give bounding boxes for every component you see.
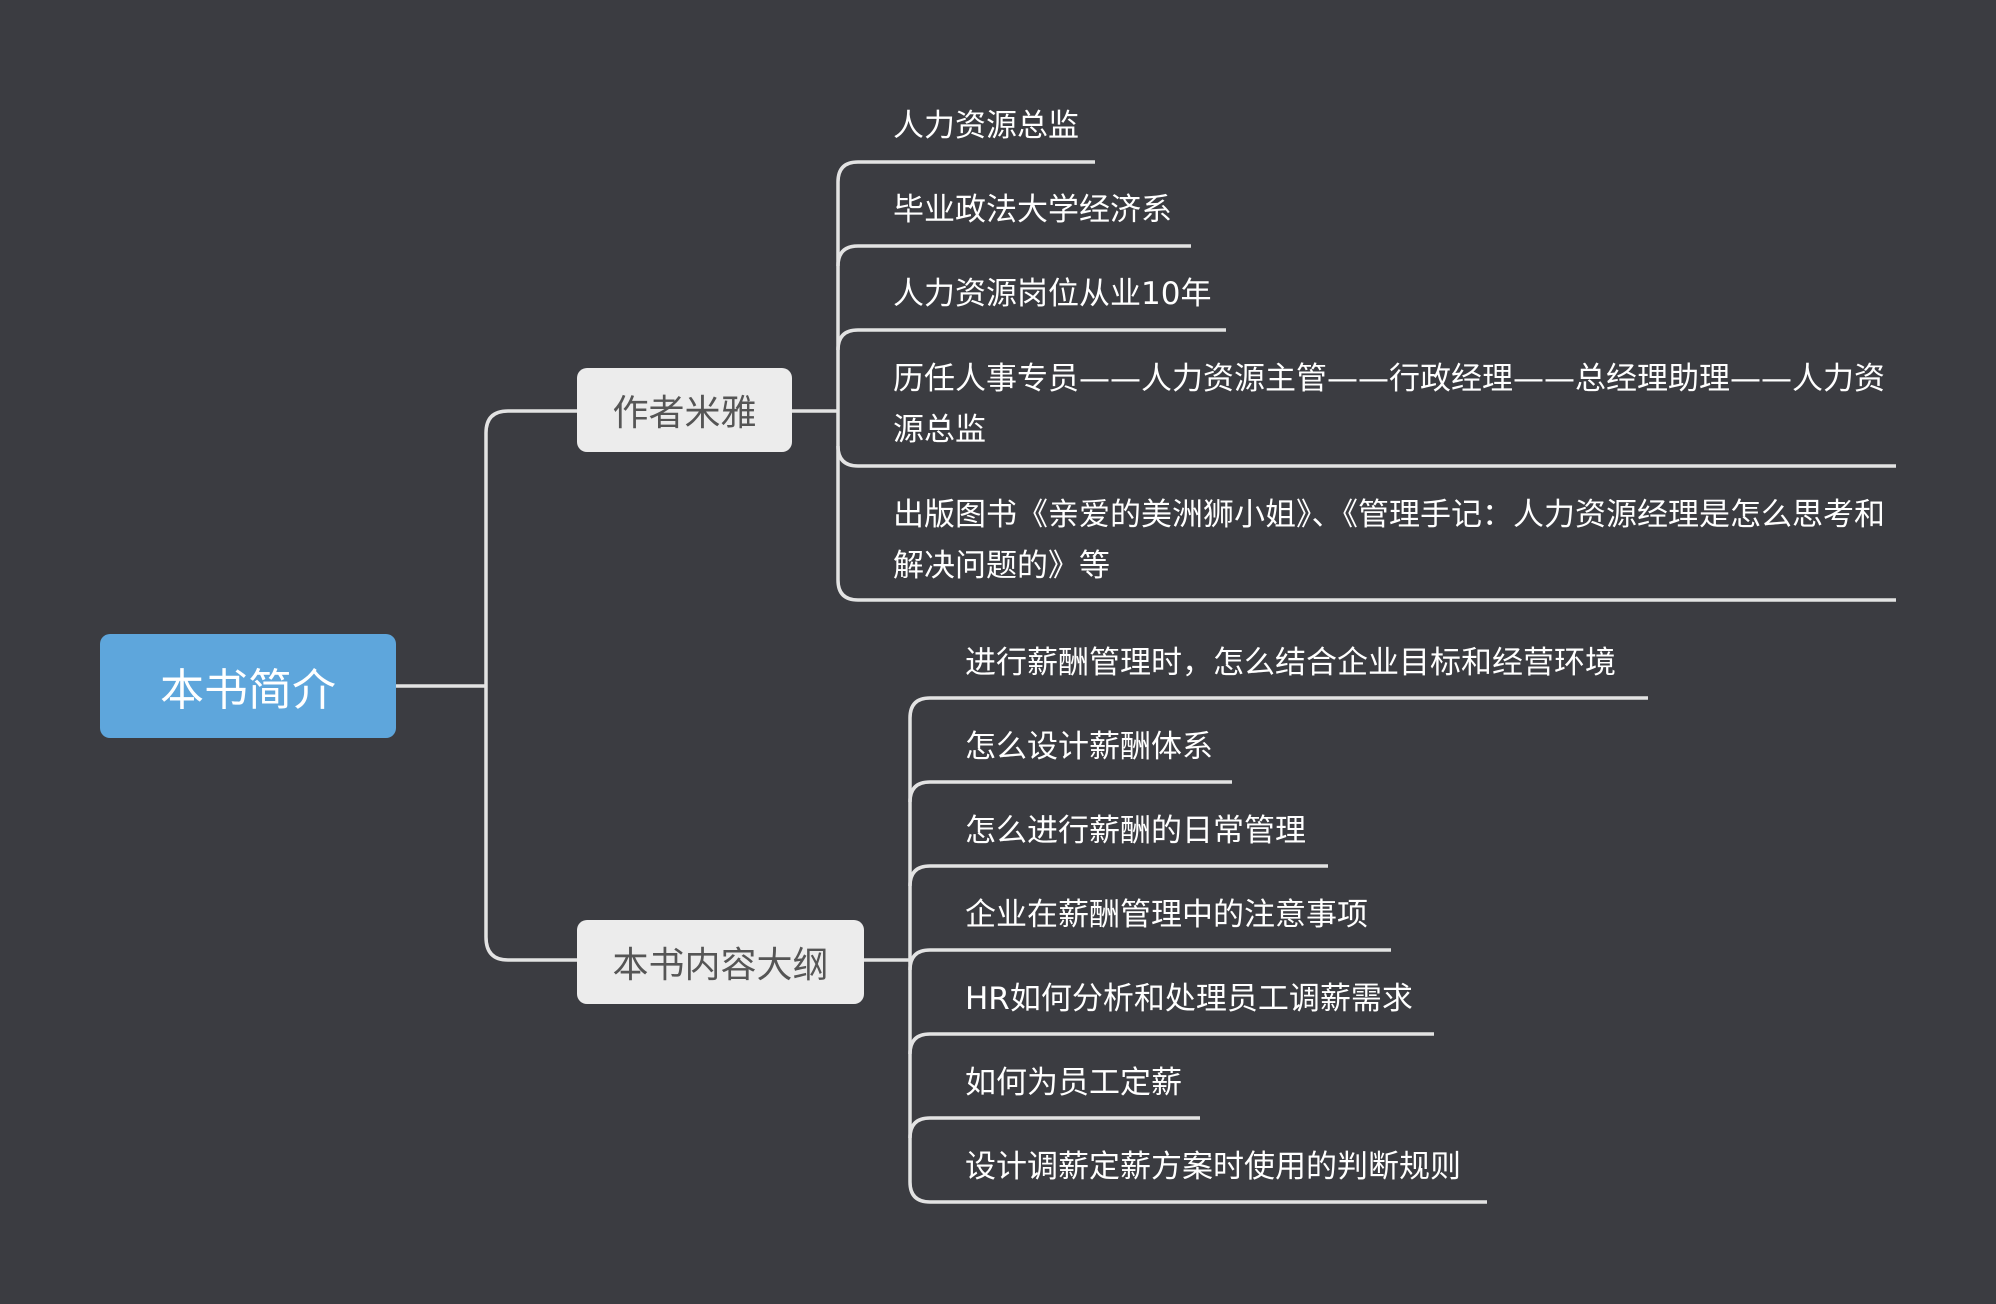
leaf-node-label: 设计调薪定薪方案时使用的判断规则 [965, 1149, 1461, 1185]
connector-author-leaf-5 [836, 446, 1896, 602]
connector-root-branch-author [484, 409, 578, 686]
leaf-node[interactable]: HR如何分析和处理员工调薪需求 [965, 974, 1895, 1025]
connector-author-leaf-3 [836, 328, 1226, 351]
leaf-node-label: 怎么进行薪酬的日常管理 [965, 813, 1306, 849]
leaf-node[interactable]: 如何为员工定薪 [965, 1058, 1895, 1109]
branch-node-outline[interactable]: 本书内容大纲 [577, 920, 864, 1004]
connector-outline-leaf-4 [908, 948, 1391, 971]
connector-author-leaf-1 [836, 160, 1095, 411]
leaf-node[interactable]: 人力资源总监 [893, 101, 1893, 152]
connector-root-branch-outline [484, 686, 578, 962]
connector-outline-leaf-3 [908, 864, 1328, 887]
leaf-node-label: 历任人事专员——人力资源主管——行政经理——总经理助理——人力资源总监 [893, 361, 1885, 448]
connector-outline-leaf-7 [908, 960, 1487, 1204]
leaf-node-label: 人力资源总监 [893, 108, 1079, 144]
root-node[interactable]: 本书简介 [100, 634, 396, 738]
leaf-node-label: 毕业政法大学经济系 [893, 192, 1172, 228]
leaf-node[interactable]: 怎么设计薪酬体系 [965, 722, 1895, 773]
leaf-node-label: 人力资源岗位从业10年 [893, 276, 1212, 312]
connector-outline-leaf-5 [908, 1032, 1434, 1055]
leaf-node[interactable]: 毕业政法大学经济系 [893, 185, 1893, 236]
leaf-node[interactable]: 出版图书《亲爱的美洲狮小姐》、《管理手记：人力资源经理是怎么思考和解决问题的》等 [893, 490, 1886, 592]
leaf-node-label: 出版图书《亲爱的美洲狮小姐》、《管理手记：人力资源经理是怎么思考和解决问题的》等 [893, 497, 1885, 584]
branch-node-author[interactable]: 作者米雅 [577, 368, 792, 452]
connector-author-leaf-2 [836, 244, 1191, 267]
leaf-node[interactable]: 历任人事专员——人力资源主管——行政经理——总经理助理——人力资源总监 [893, 354, 1886, 456]
leaf-node-label: 怎么设计薪酬体系 [965, 729, 1213, 765]
connector-outline-leaf-6 [908, 1116, 1200, 1139]
leaf-node[interactable]: 企业在薪酬管理中的注意事项 [965, 890, 1895, 941]
leaf-node-label: 企业在薪酬管理中的注意事项 [965, 897, 1368, 933]
leaf-node-label: HR如何分析和处理员工调薪需求 [965, 981, 1413, 1017]
leaf-node[interactable]: 人力资源岗位从业10年 [893, 269, 1893, 320]
leaf-node[interactable]: 怎么进行薪酬的日常管理 [965, 806, 1895, 857]
connector-outline-leaf-1 [908, 696, 1648, 960]
leaf-node-label: 如何为员工定薪 [965, 1065, 1182, 1101]
branch-node-label: 本书内容大纲 [612, 945, 829, 986]
connector-outline-leaf-2 [908, 780, 1232, 803]
leaf-node[interactable]: 设计调薪定薪方案时使用的判断规则 [965, 1142, 1895, 1193]
root-node-label: 本书简介 [160, 665, 336, 716]
branch-node-label: 作者米雅 [612, 393, 757, 434]
leaf-node[interactable]: 进行薪酬管理时，怎么结合企业目标和经营环境 [965, 638, 1895, 689]
leaf-node-label: 进行薪酬管理时，怎么结合企业目标和经营环境 [965, 645, 1616, 681]
